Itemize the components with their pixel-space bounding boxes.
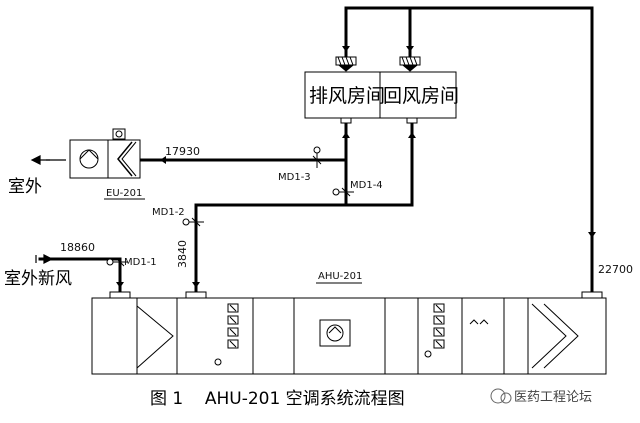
return-room-outlet-icon — [406, 117, 418, 124]
ahu-prefilter-icon — [136, 305, 174, 369]
outdoor-exhaust-arrow — [30, 155, 66, 165]
figure-caption: 图 1 AHU-201 空调系统流程图 — [150, 389, 405, 409]
exhaust-room-diffuser-icon — [335, 56, 357, 72]
eu-201-unit — [69, 128, 141, 179]
arrow-icon — [342, 132, 350, 138]
ahu-coil-2-icon — [424, 303, 445, 358]
fresh-flow-value: 18860 — [60, 241, 95, 254]
return-room-diffuser-icon — [399, 56, 421, 72]
damper-md1-3-icon — [312, 146, 322, 168]
damper-md1-4-label: MD1-4 — [350, 180, 383, 191]
outdoor-fresh-air-label: 室外新风 — [4, 269, 72, 289]
room-outlet-grilles — [340, 117, 418, 124]
ahu-humidifier-icon — [469, 319, 489, 325]
ahu-final-filter-icon — [531, 303, 567, 369]
wechat-logo-icon — [490, 388, 506, 404]
damper-md1-1-icon — [106, 257, 128, 267]
arrow-icon — [342, 46, 350, 52]
eu-filter-section — [107, 139, 141, 179]
eu-name: EU-201 — [106, 188, 142, 199]
exhaust-flow-value: 17930 — [165, 145, 200, 158]
arrow-icon — [408, 132, 416, 138]
return-mix-flow-value: 3840 — [176, 240, 189, 268]
arrow-icon — [192, 282, 200, 288]
arrow-icon — [116, 282, 124, 288]
ahu-return-inlet-flange — [185, 291, 207, 299]
damper-md1-2-icon — [182, 217, 204, 227]
ahu-coil-1-icon — [214, 303, 239, 366]
fresh-air-duct — [38, 257, 122, 294]
outdoor-exhaust-label: 室外 — [8, 177, 42, 197]
ahu-fan-icon — [319, 319, 351, 347]
arrow-icon — [588, 232, 596, 238]
rooms — [304, 71, 457, 119]
arrow-icon — [160, 156, 166, 164]
arrow-icon — [406, 46, 414, 52]
exhaust-room-outlet-icon — [340, 117, 352, 124]
watermark: 医药工程论坛 — [490, 388, 592, 405]
damper-md1-4-icon — [332, 187, 354, 197]
fresh-air-inlet-arrow — [35, 254, 54, 264]
exhaust-room-label: 排风房间 — [309, 85, 385, 107]
damper-md1-1-label: MD1-1 — [124, 257, 157, 268]
ahu-name: AHU-201 — [318, 271, 362, 282]
flow-arrows — [116, 46, 596, 288]
eu-filter-icon — [117, 141, 133, 177]
supply-flow-value: 22700 — [598, 263, 633, 276]
ahu-201-unit — [91, 291, 607, 375]
eu-fan-icon — [79, 149, 99, 169]
damper-md1-3-label: MD1-3 — [278, 172, 311, 183]
ahu-fresh-inlet-flange — [109, 291, 131, 299]
damper-md1-2-label: MD1-2 — [152, 207, 185, 218]
return-room-box — [379, 71, 457, 119]
return-room-label: 回风房间 — [383, 85, 459, 107]
ahu-supply-outlet-flange — [581, 291, 603, 299]
watermark-text: 医药工程论坛 — [514, 390, 592, 405]
